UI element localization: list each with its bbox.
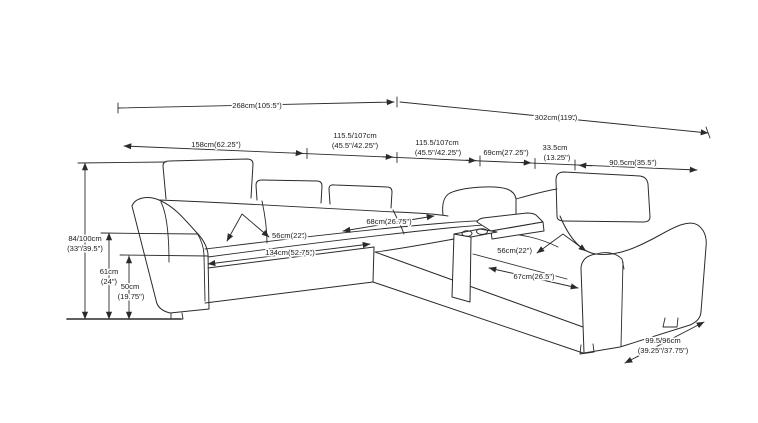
dim-line-overall-depth: [624, 321, 705, 364]
dim-line-corner-seat-width: [342, 214, 435, 233]
tick: [705, 126, 711, 139]
dim-label-seat2-in: (45.5"/42.25"): [415, 148, 462, 157]
dim-line-302: [399, 101, 709, 136]
dim-overall-depth: 99.5/96cm (39.25"/37.75"): [624, 321, 705, 364]
dim-label-right-section: 90.5cm(35.5"): [609, 158, 657, 167]
cupholder-1: [461, 230, 473, 237]
sofa-line-drawing: [131, 158, 707, 355]
dim-section-widths: 158cm(62.25") 115.5/107cm (45.5"/42.25")…: [123, 130, 698, 173]
cupholder-2: [476, 228, 488, 235]
corner-front-seam: [372, 246, 375, 283]
right-arm: [559, 215, 707, 355]
console-lid-top: [476, 212, 544, 232]
dim-label-overall-left: 268cm(105.5"): [232, 101, 282, 110]
dim-line-sections: [123, 143, 698, 173]
dim-line-268: [117, 99, 395, 109]
dimension-lines: 268cm(105.5") 302cm(119") 158cm(62.25") …: [66, 96, 711, 364]
dim-label-seat-height-cm: 50cm: [121, 282, 140, 291]
dim-label-seat1-in: (45.5"/42.25"): [332, 141, 379, 150]
dim-label-arm-height-cm: 61cm: [100, 267, 119, 276]
ref-line-back-top: [77, 161, 167, 164]
corner-seat-edge: [375, 238, 455, 253]
dim-label-console-cm: 33.5cm: [543, 143, 568, 152]
dim-label-left-seat-width: 134cm(52.75"): [265, 248, 315, 257]
right-foot-front: [579, 343, 595, 355]
back-right-edge: [515, 188, 558, 200]
cushion-seam-1: [261, 200, 268, 244]
right-arm-roll: [595, 252, 625, 270]
backrest: [158, 158, 651, 223]
ref-line-arm-top: [100, 232, 199, 235]
dim-label-seat1-cm: 115.5/107cm: [333, 131, 376, 140]
front-rail-top-right: [374, 251, 584, 328]
dim-label-right-seat-depth: 56cm(22"): [497, 246, 532, 255]
dim-label-corner-section: 69cm(27.25"): [483, 148, 529, 157]
arrow-stub: [578, 162, 593, 169]
dim-line-right-seat-depth: [536, 233, 587, 254]
headrest-1: [162, 158, 254, 200]
dim-label-left-arm-section: 158cm(62.25"): [191, 140, 241, 149]
console-lid-side: [490, 221, 545, 240]
left-arm-side: [131, 205, 210, 314]
ref-line-seat-top: [119, 254, 209, 257]
arrow-stub: [292, 149, 304, 157]
dim-label-seat-height-in: (19.75"): [118, 292, 145, 301]
dim-label-overall-depth-in: (39.25"/37.75"): [638, 346, 689, 355]
dim-label-console-in: (13.25"): [544, 153, 571, 162]
headrest-2: [255, 179, 323, 204]
dim-label-back-height-cm: 84/100cm: [68, 234, 101, 243]
right-arm-front: [580, 253, 597, 354]
left-foot: [170, 312, 184, 320]
dim-label-corner-seat-width: 68cm(26.75"): [366, 217, 412, 226]
left-arm-front-roll: [196, 232, 206, 302]
dim-line-right-seat-width: [488, 266, 579, 290]
console: [451, 212, 545, 303]
back-top-edge: [158, 199, 449, 217]
dim-label-seat2-cm: 115.5/107cm: [415, 138, 458, 147]
dim-interior: 56cm(22") 134cm(52.75") 68cm(26.75") 56c…: [207, 213, 587, 290]
dim-label-overall-depth-cm: 99.5/96cm: [645, 336, 680, 345]
right-headrest: [555, 171, 651, 223]
dim-overall-width: 268cm(105.5") 302cm(119"): [117, 96, 711, 139]
dim-label-back-height-in: (33"/39.5"): [67, 244, 103, 253]
dim-label-arm-height-in: (24"): [101, 277, 118, 286]
headrest-3: [328, 184, 393, 209]
dim-line-left-seat-depth: [226, 213, 270, 242]
console-front: [451, 233, 472, 303]
left-arm-seam: [160, 201, 170, 263]
right-foot-outer: [662, 317, 679, 328]
dim-heights: 84/100cm (33"/39.5") 61cm (24") 50cm (19…: [66, 161, 209, 320]
corner-headrest: [442, 186, 517, 216]
left-arm-outline: [131, 197, 210, 310]
dim-label-right-seat-width: 67cm(26.5"): [513, 272, 555, 281]
front-rail-bottom-left: [204, 281, 374, 304]
front-rail-bottom-right: [372, 281, 584, 354]
dim-line-left-seat-width: [207, 241, 371, 267]
dim-label-left-seat-depth: 56cm(22"): [272, 231, 307, 240]
dim-label-overall-right: 302cm(119"): [535, 113, 578, 122]
right-arm-seam: [620, 261, 624, 347]
